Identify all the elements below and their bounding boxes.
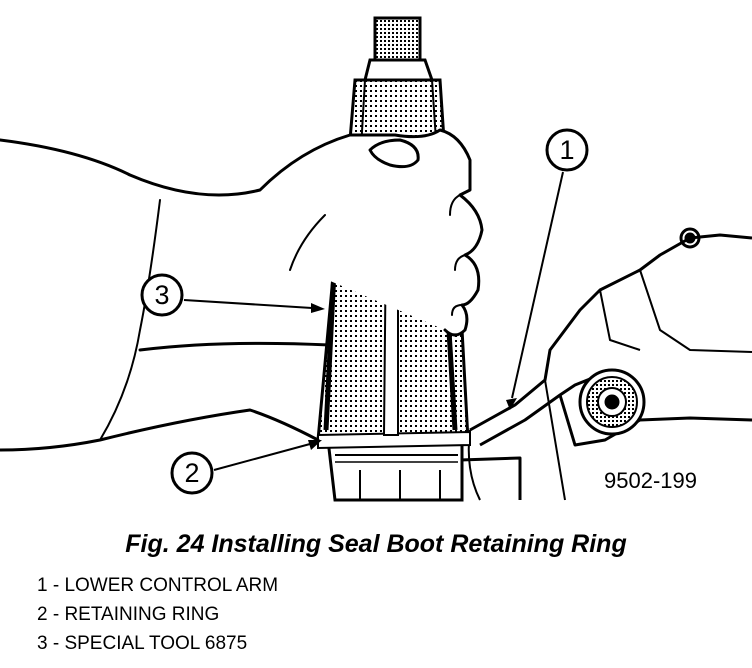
- legend-item-3: 3 - SPECIAL TOOL 6875: [37, 633, 248, 654]
- callout-1-circle: [545, 128, 589, 172]
- callout-2-leader: [213, 443, 311, 471]
- callout-1-leader: [511, 171, 564, 399]
- hand-drawing: [0, 128, 484, 452]
- callout-2-circle: [170, 451, 214, 495]
- callout-1: 1: [506, 128, 589, 410]
- callout-3-arrowhead: [311, 303, 325, 313]
- callout-2-arrowhead: [308, 440, 322, 450]
- callout-1-number: 1: [559, 135, 574, 165]
- lower-control-arm-drawing: [459, 227, 752, 501]
- callout-3-circle: [140, 273, 184, 317]
- legend-item-1: 1 - LOWER CONTROL ARM: [37, 575, 279, 596]
- callout-2-number: 2: [184, 458, 199, 488]
- callout-3: 3: [140, 273, 325, 317]
- ball-joint-stud-drawing: [326, 438, 464, 502]
- callout-3-leader: [183, 299, 313, 309]
- bushing-drawing: [578, 368, 646, 436]
- callout-1-arrowhead: [506, 398, 517, 410]
- callout-3-number: 3: [154, 280, 169, 310]
- legend-item-2: 2 - RETAINING RING: [37, 604, 220, 625]
- legend-list: 1 - LOWER CONTROL ARM 2 - RETAINING RING…: [37, 575, 278, 662]
- figure-caption: Fig. 24 Installing Seal Boot Retaining R…: [125, 530, 627, 558]
- drawing-id: 9502-199: [604, 468, 697, 493]
- callout-2: 2: [170, 440, 322, 495]
- installation-illustration: 1 2 3 9502-199: [0, 16, 752, 502]
